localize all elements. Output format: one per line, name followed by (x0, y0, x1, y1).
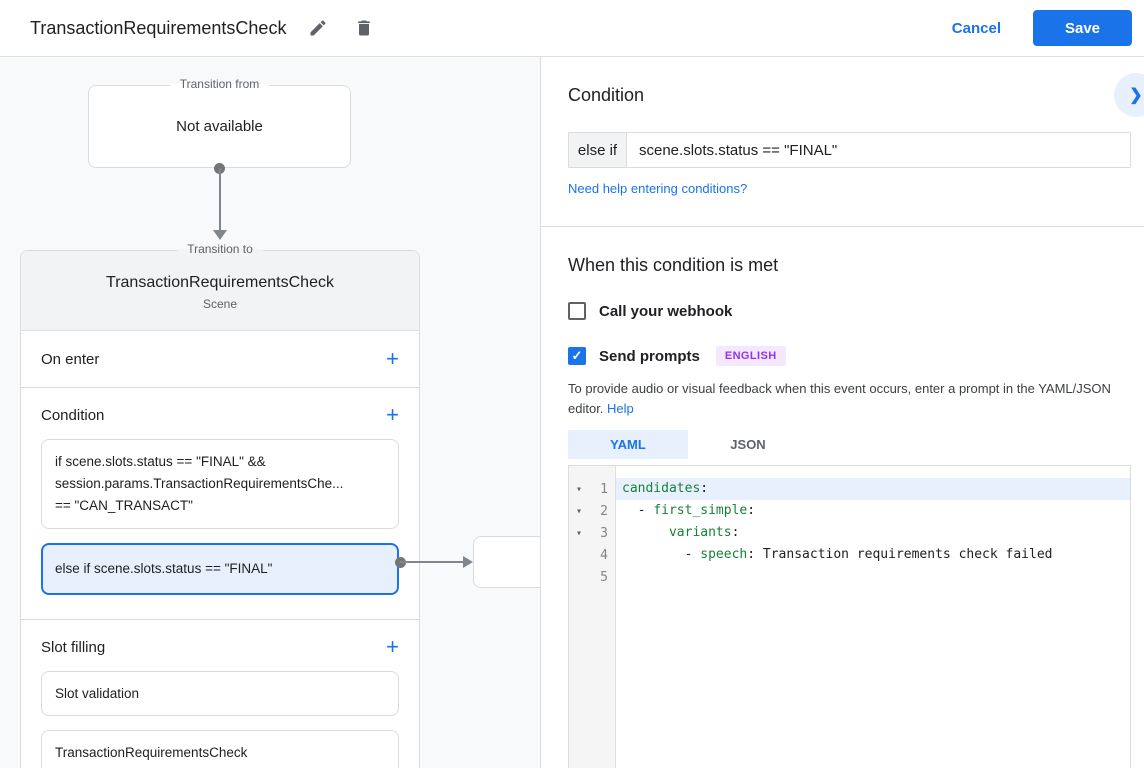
arrow-right-icon (463, 556, 473, 568)
line-number: 3 (600, 525, 608, 541)
condition-header-section: Condition ❯ else if Need help entering c… (541, 57, 1144, 198)
condition-editor-panel: Condition ❯ else if Need help entering c… (540, 57, 1144, 768)
code-token: : (700, 481, 709, 496)
scene-graph-canvas: Transition from Not available Transition… (0, 57, 540, 768)
edit-icon[interactable] (308, 18, 328, 38)
save-button[interactable]: Save (1033, 10, 1132, 46)
line-number: 4 (600, 547, 608, 563)
else-if-prefix: else if (569, 133, 627, 167)
webhook-checkbox-row: Call your webhook (568, 302, 1130, 320)
check-icon: ✓ (571, 348, 583, 363)
code-token: variants (668, 525, 732, 540)
condition-item-1[interactable]: if scene.slots.status == "FINAL" && sess… (41, 439, 399, 529)
code-token (622, 525, 669, 540)
when-condition-met-section: When this condition is met Call your web… (541, 227, 1144, 768)
add-on-enter-icon[interactable]: + (386, 346, 399, 371)
code-line-3: variants: (616, 522, 1130, 544)
slot-item-validation[interactable]: Slot validation (41, 671, 399, 716)
code-line-4: - speech: Transaction requirements check… (616, 544, 1130, 566)
send-prompts-checkbox-row: ✓ Send prompts ENGLISH (568, 346, 1130, 366)
yaml-code-editor[interactable]: ▾ 1 ▾ 2 ▾ 3 4 5 (568, 465, 1131, 768)
connector-line-vertical (219, 168, 221, 230)
transition-to-legend: Transition to (177, 242, 263, 256)
page-title: TransactionRequirementsCheck (30, 17, 287, 38)
condition-item-1-line: if scene.slots.status == "FINAL" && (55, 454, 266, 469)
code-token: first_simple (653, 503, 748, 518)
line-number: 2 (600, 503, 608, 519)
line-number: 1 (600, 481, 608, 497)
condition-item-1-line: session.params.TransactionRequirementsCh… (55, 476, 344, 491)
condition-item-1-line: == "CAN_TRANSACT" (55, 498, 193, 513)
code-token: : (731, 525, 740, 540)
slot-item-transaction[interactable]: TransactionRequirementsCheck (41, 730, 399, 768)
code-token: : (747, 503, 756, 518)
tab-json[interactable]: JSON (688, 430, 808, 459)
on-enter-section: On enter + (21, 331, 419, 388)
code-line-2: - first_simple: (616, 500, 1130, 522)
scene-title: TransactionRequirementsCheck (106, 274, 334, 291)
code-token: : Transaction requirements check failed (747, 547, 1053, 562)
when-met-heading: When this condition is met (568, 255, 779, 275)
call-webhook-checkbox[interactable] (568, 302, 586, 320)
scene-header[interactable]: TransactionRequirementsCheck Scene (21, 251, 419, 331)
code-token: speech (700, 547, 748, 562)
transition-from-content: Not available (176, 118, 263, 135)
conditions-help-link[interactable]: Need help entering conditions? (568, 181, 748, 196)
delete-icon[interactable] (354, 18, 374, 38)
transition-target-node[interactable] (473, 536, 540, 588)
editor-gutter: ▾ 1 ▾ 2 ▾ 3 4 5 (569, 466, 616, 768)
condition-expression-input[interactable] (627, 133, 1130, 167)
panel-divider (541, 226, 1144, 227)
on-enter-label: On enter (41, 350, 100, 368)
code-token: - (622, 503, 654, 518)
code-token: - (622, 547, 701, 562)
scene-node: Transition to TransactionRequirementsChe… (20, 242, 420, 768)
slot-filling-section: Slot filling + Slot validation Transacti… (21, 620, 419, 768)
prompt-description-text: To provide audio or visual feedback when… (568, 381, 1111, 416)
send-prompts-label: Send prompts (599, 347, 700, 365)
condition-input-group: else if (568, 132, 1131, 168)
send-prompts-checkbox[interactable]: ✓ (568, 347, 586, 365)
line-number: 5 (600, 569, 608, 585)
slot-filling-label: Slot filling (41, 638, 106, 656)
call-webhook-label: Call your webhook (599, 302, 733, 320)
add-condition-icon[interactable]: + (386, 402, 399, 427)
slot-item-label: TransactionRequirementsCheck (55, 745, 248, 760)
fold-arrow-icon[interactable]: ▾ (575, 505, 583, 517)
help-link[interactable]: Help (607, 401, 634, 416)
condition-label: Condition (41, 406, 105, 424)
panel-condition-heading: Condition (568, 85, 645, 105)
slot-item-label: Slot validation (55, 686, 140, 701)
transition-from-legend: Transition from (169, 77, 270, 91)
fold-arrow-icon[interactable]: ▾ (575, 527, 583, 539)
topbar: TransactionRequirementsCheck Cancel Save (0, 0, 1144, 57)
fold-arrow-icon[interactable]: ▾ (575, 483, 583, 495)
condition-item-2-selected[interactable]: else if scene.slots.status == "FINAL" (41, 543, 399, 595)
code-line-1: candidates: (616, 478, 1130, 500)
add-slot-icon[interactable]: + (386, 634, 399, 659)
connector-line-horizontal (400, 561, 464, 563)
prompt-description: To provide audio or visual feedback when… (568, 379, 1130, 419)
cancel-button[interactable]: Cancel (951, 19, 1001, 37)
editor-code-area[interactable]: candidates: - first_simple: variants: - … (616, 466, 1130, 768)
condition-item-2-text: else if scene.slots.status == "FINAL" (55, 561, 273, 576)
language-badge: ENGLISH (715, 346, 786, 366)
scene-subtitle: Scene (202, 297, 238, 311)
code-line-5 (616, 566, 1130, 588)
code-token: candidates (622, 481, 701, 496)
editor-tabs: YAML JSON (568, 430, 1130, 459)
condition-section: Condition + if scene.slots.status == "FI… (21, 388, 419, 620)
transition-from-node[interactable]: Transition from Not available (88, 77, 351, 168)
collapse-panel-button[interactable]: ❯ (1114, 73, 1144, 117)
tab-yaml[interactable]: YAML (568, 430, 688, 459)
arrow-down-icon (213, 230, 227, 240)
chevron-right-icon: ❯ (1129, 87, 1143, 104)
